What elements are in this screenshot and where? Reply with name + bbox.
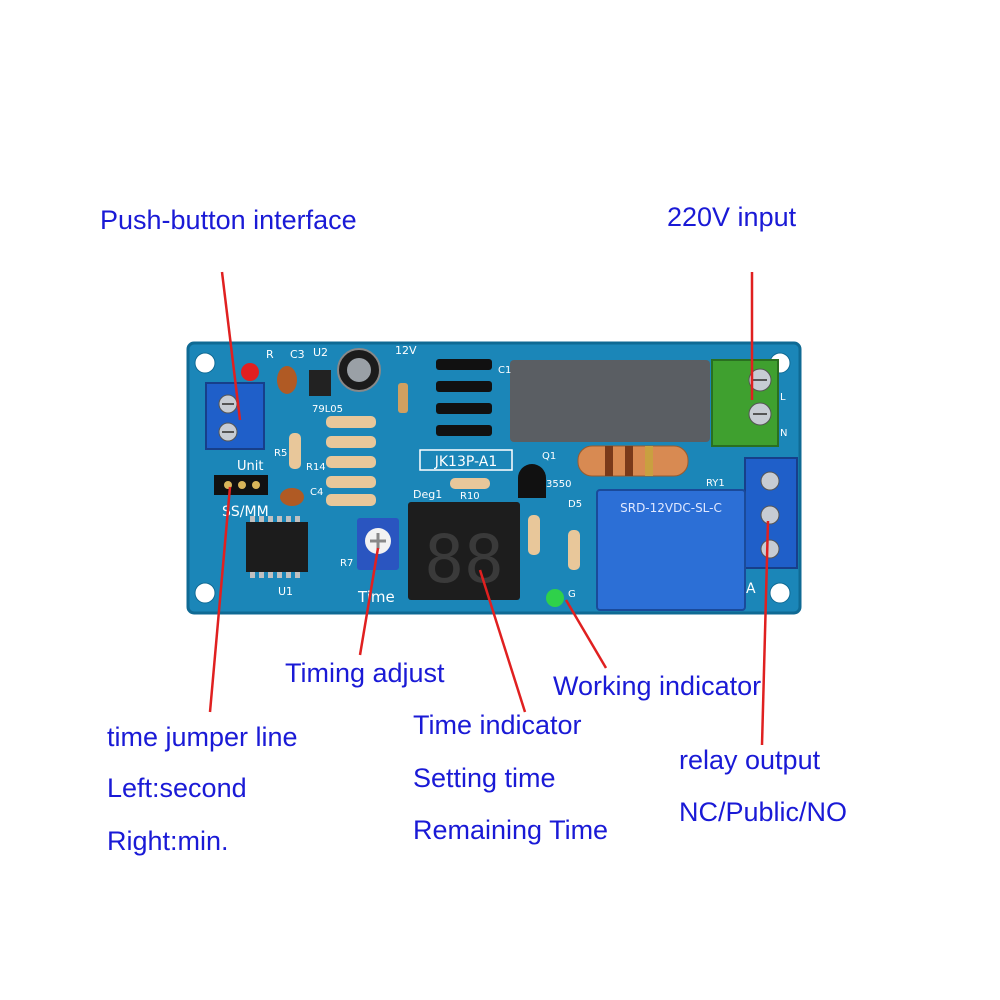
push-button-interface-label: Push-button interface: [100, 205, 357, 235]
silk-l: L: [780, 392, 786, 403]
silk-u2: U2: [313, 346, 328, 359]
push-button-terminal: [205, 382, 265, 450]
relay: [596, 489, 746, 611]
pointer-timing-adjust: [358, 547, 380, 656]
silk-r14: R14: [306, 462, 326, 473]
resistor-group: [289, 416, 580, 570]
relay-model-text: SRD-12VDC-SL-C: [620, 501, 722, 515]
silk-c1: C1: [498, 365, 511, 376]
pointer-lines: [208, 271, 770, 746]
time-indicator-label: Time indicator: [413, 710, 582, 740]
timing-adjust-label: Timing adjust: [285, 658, 445, 688]
220v-input-label: 220V input: [667, 202, 797, 232]
silk-r: R: [266, 348, 274, 361]
relay-output-label: relay output: [679, 745, 821, 775]
left-second-label: Left:second: [107, 773, 247, 803]
c1-capacitor: [510, 360, 710, 442]
silk-unit: Unit: [237, 459, 263, 474]
silk-d5: D5: [568, 499, 582, 510]
silk-r7: R7: [340, 558, 353, 569]
pointer-push-button: [220, 271, 242, 421]
pointer-working-indicator: [564, 599, 608, 669]
silk-time: Time: [357, 588, 395, 606]
setting-time-label: Setting time: [413, 763, 556, 793]
green-led: [546, 589, 564, 607]
seven-segment-display: [408, 502, 520, 600]
silk-r5: R5: [274, 448, 287, 459]
model-label: JK13P-A1: [434, 454, 498, 470]
silk-u1: U1: [278, 585, 293, 598]
display-digits: 88: [424, 521, 503, 598]
pointer-time-jumper: [208, 486, 232, 713]
time-jumper-line-label: time jumper line: [107, 722, 298, 752]
silk-q1: Q1: [542, 451, 556, 462]
u1-ic: [246, 522, 308, 572]
pointer-relay-output: [760, 520, 770, 746]
silk-12v: 12V: [395, 344, 417, 357]
right-min-label: Right:min.: [107, 826, 229, 856]
silk-ry1: RY1: [706, 478, 725, 489]
silk-r10: R10: [460, 491, 480, 502]
silk-c4: C4: [310, 487, 323, 498]
working-indicator-label: Working indicator: [553, 671, 762, 701]
silk-deg1: Deg1: [413, 488, 442, 501]
silk-n: N: [780, 428, 787, 439]
pointer-time-indicator: [478, 569, 527, 713]
red-led: [241, 363, 259, 381]
silk-3550: 3550: [546, 479, 571, 490]
remaining-time-label: Remaining Time: [413, 815, 609, 845]
silk-c3: C3: [290, 348, 305, 361]
silk-ss-mm: SS/MM: [222, 504, 269, 520]
silk-79l05: 79L05: [312, 404, 343, 415]
silk-a: A: [746, 581, 756, 597]
nc-public-no-label: NC/Public/NO: [679, 797, 848, 827]
silk-g: G: [568, 589, 576, 600]
model-label-box: [419, 449, 513, 471]
